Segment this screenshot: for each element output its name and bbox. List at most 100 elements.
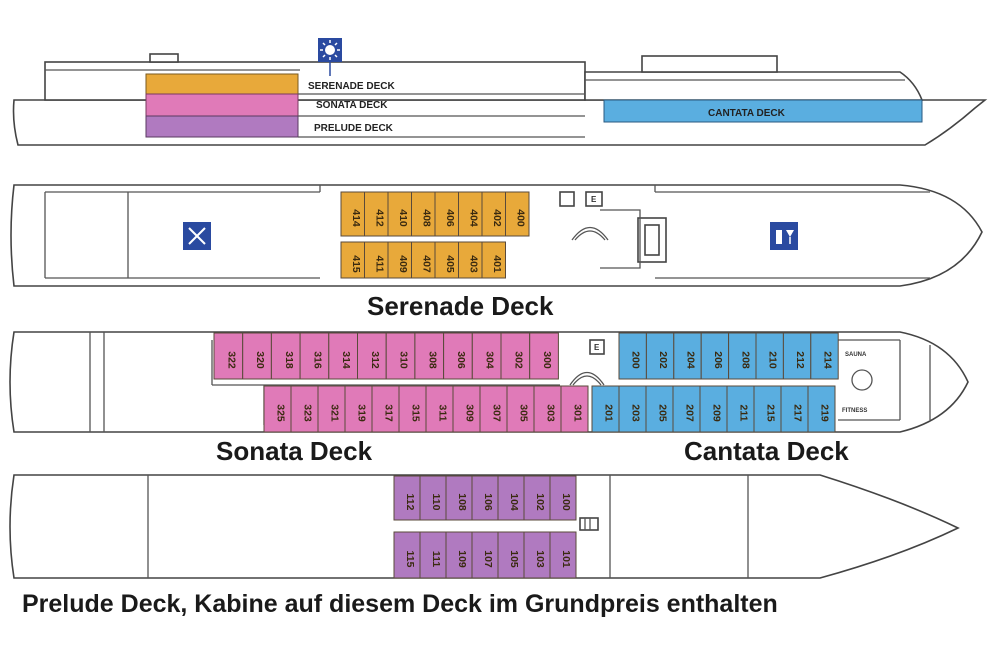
cabin-105[interactable]: 105 [497, 531, 525, 579]
cabin-211[interactable]: 211 [726, 385, 755, 433]
cabin-402[interactable]: 402 [481, 191, 506, 237]
cabin-314[interactable]: 314 [328, 332, 358, 380]
cabin-318[interactable]: 318 [270, 332, 301, 380]
cabin-308[interactable]: 308 [414, 332, 445, 380]
cabin-208[interactable]: 208 [728, 332, 757, 380]
cabin-102[interactable]: 102 [523, 475, 551, 521]
cabin-100[interactable]: 100 [549, 475, 577, 521]
cabin-106[interactable]: 106 [471, 475, 499, 521]
cabin-404[interactable]: 404 [458, 191, 483, 237]
cabin-box[interactable] [445, 531, 473, 579]
cabin-400[interactable]: 400 [505, 191, 530, 237]
cabin-box[interactable] [290, 385, 319, 433]
cabin-box[interactable] [419, 531, 447, 579]
cabin-217[interactable]: 217 [780, 385, 809, 433]
cabin-316[interactable]: 316 [299, 332, 330, 380]
cabin-box[interactable] [357, 332, 387, 380]
cabin-box[interactable] [414, 332, 445, 380]
cabin-box[interactable] [371, 385, 400, 433]
cabin-107[interactable]: 107 [471, 531, 499, 579]
cabin-206[interactable]: 206 [700, 332, 730, 380]
cabin-300[interactable]: 300 [529, 332, 559, 380]
cabin-210[interactable]: 210 [755, 332, 784, 380]
cabin-202[interactable]: 202 [645, 332, 675, 380]
cabin-209[interactable]: 209 [699, 385, 728, 433]
cabin-410[interactable]: 410 [387, 191, 412, 237]
cabin-box[interactable] [425, 385, 454, 433]
cabin-box[interactable] [263, 385, 292, 433]
cabin-box[interactable] [270, 332, 301, 380]
cabin-205[interactable]: 205 [645, 385, 674, 433]
cabin-box[interactable] [780, 385, 809, 433]
cabin-108[interactable]: 108 [445, 475, 473, 521]
cabin-219[interactable]: 219 [807, 385, 836, 433]
cabin-320[interactable]: 320 [242, 332, 272, 380]
cabin-323[interactable]: 323 [290, 385, 319, 433]
cabin-111[interactable]: 111 [419, 531, 447, 579]
cabin-403[interactable]: 403 [458, 241, 483, 279]
cabin-box[interactable] [529, 332, 559, 380]
cabin-306[interactable]: 306 [443, 332, 473, 380]
cabin-box[interactable] [497, 531, 525, 579]
cabin-409[interactable]: 409 [387, 241, 412, 279]
cabin-box[interactable] [673, 332, 702, 380]
cabin-200[interactable]: 200 [618, 332, 647, 380]
cabin-310[interactable]: 310 [385, 332, 416, 380]
cabin-box[interactable] [471, 332, 502, 380]
cabin-415[interactable]: 415 [340, 241, 365, 279]
cabin-215[interactable]: 215 [753, 385, 782, 433]
cabin-104[interactable]: 104 [497, 475, 525, 521]
cabin-115[interactable]: 115 [393, 531, 421, 579]
cabin-box[interactable] [560, 385, 589, 433]
cabin-319[interactable]: 319 [344, 385, 373, 433]
cabin-407[interactable]: 407 [411, 241, 436, 279]
cabin-307[interactable]: 307 [479, 385, 508, 433]
cabin-405[interactable]: 405 [434, 241, 459, 279]
cabin-box[interactable] [452, 385, 481, 433]
cabin-box[interactable] [398, 385, 427, 433]
cabin-box[interactable] [753, 385, 782, 433]
cabin-212[interactable]: 212 [782, 332, 812, 380]
cabin-408[interactable]: 408 [411, 191, 436, 237]
cabin-112[interactable]: 112 [393, 475, 421, 521]
cabin-box[interactable] [471, 531, 499, 579]
cabin-204[interactable]: 204 [673, 332, 702, 380]
cabin-box[interactable] [213, 332, 244, 380]
cabin-box[interactable] [755, 332, 784, 380]
cabin-305[interactable]: 305 [506, 385, 535, 433]
cabin-box[interactable] [445, 475, 473, 521]
cabin-401[interactable]: 401 [481, 241, 506, 279]
cabin-box[interactable] [505, 191, 530, 237]
cabin-315[interactable]: 315 [398, 385, 427, 433]
cabin-321[interactable]: 321 [317, 385, 346, 433]
cabin-312[interactable]: 312 [357, 332, 387, 380]
cabin-box[interactable] [317, 385, 346, 433]
cabin-406[interactable]: 406 [434, 191, 459, 237]
cabin-302[interactable]: 302 [500, 332, 531, 380]
cabin-203[interactable]: 203 [618, 385, 647, 433]
cabin-box[interactable] [385, 332, 416, 380]
cabin-311[interactable]: 311 [425, 385, 454, 433]
cabin-box[interactable] [645, 332, 675, 380]
cabin-box[interactable] [645, 385, 674, 433]
cabin-103[interactable]: 103 [523, 531, 551, 579]
cabin-box[interactable] [481, 241, 506, 279]
cabin-412[interactable]: 412 [364, 191, 389, 237]
cabin-414[interactable]: 414 [340, 191, 365, 237]
cabin-309[interactable]: 309 [452, 385, 481, 433]
cabin-317[interactable]: 317 [371, 385, 400, 433]
cabin-box[interactable] [782, 332, 812, 380]
cabin-box[interactable] [549, 475, 577, 521]
cabin-box[interactable] [393, 475, 421, 521]
cabin-box[interactable] [328, 332, 358, 380]
cabin-box[interactable] [506, 385, 535, 433]
cabin-box[interactable] [299, 332, 330, 380]
cabin-box[interactable] [523, 531, 551, 579]
cabin-box[interactable] [523, 475, 551, 521]
cabin-214[interactable]: 214 [810, 332, 839, 380]
cabin-207[interactable]: 207 [672, 385, 701, 433]
cabin-box[interactable] [728, 332, 757, 380]
cabin-box[interactable] [443, 332, 473, 380]
cabin-109[interactable]: 109 [445, 531, 473, 579]
cabin-110[interactable]: 110 [419, 475, 447, 521]
